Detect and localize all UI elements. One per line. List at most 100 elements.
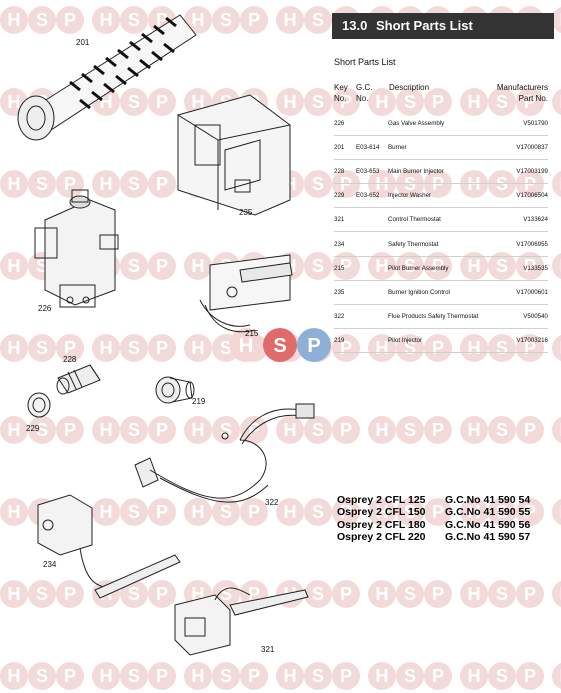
watermark-letter: P	[340, 666, 352, 686]
watermark-disc	[240, 6, 268, 34]
watermark-disc	[424, 416, 452, 444]
watermark-letter: H	[376, 502, 389, 522]
watermark-disc	[424, 498, 452, 526]
label-322: 322	[265, 498, 279, 507]
description-cell: Main Burner Injector	[388, 168, 444, 176]
watermark-letter: S	[220, 502, 232, 522]
model-name: Osprey 2 CFL 125	[337, 494, 426, 506]
main-injector-drawing	[56, 364, 101, 395]
watermark-letter: P	[432, 92, 444, 112]
watermark-disc	[0, 6, 28, 34]
watermark-disc	[276, 662, 304, 690]
watermark-disc	[424, 252, 452, 280]
watermark-letter: S	[36, 10, 48, 30]
watermark-letter: P	[432, 584, 444, 604]
watermark-letter: S	[404, 256, 416, 276]
watermark-disc	[396, 498, 424, 526]
watermark-disc	[0, 580, 28, 608]
row-divider	[334, 231, 548, 233]
watermark-letter: H	[284, 10, 297, 30]
watermark-disc	[92, 416, 120, 444]
watermark-disc	[0, 252, 28, 280]
watermark-letter: P	[248, 10, 260, 30]
watermark-letter: S	[312, 174, 324, 194]
logo-disc	[263, 328, 297, 362]
watermark-letter: P	[340, 256, 352, 276]
watermark-letter: S	[404, 666, 416, 686]
section-header: 13.0 Short Parts List	[332, 13, 554, 39]
watermark-letter: S	[128, 10, 140, 30]
watermark-disc	[488, 498, 516, 526]
watermark-letter: P	[340, 92, 352, 112]
watermark-letter: P	[524, 338, 536, 358]
watermark-disc	[332, 88, 360, 116]
watermark-disc	[120, 170, 148, 198]
gc-cell: E03-652	[356, 192, 380, 200]
watermark-disc	[28, 170, 56, 198]
watermark-disc	[148, 498, 176, 526]
watermark-disc	[332, 580, 360, 608]
watermark-disc	[28, 580, 56, 608]
watermark-disc	[396, 416, 424, 444]
watermark-disc	[552, 170, 561, 198]
watermark-disc	[28, 334, 56, 362]
watermark-disc	[56, 334, 84, 362]
watermark-letter: H	[284, 666, 297, 686]
watermark-disc	[184, 416, 212, 444]
watermark-letter: H	[100, 92, 113, 112]
row-divider	[334, 327, 548, 329]
part-cell: V17003199	[516, 168, 548, 176]
description-cell: Safety Thermostat	[388, 240, 439, 248]
watermark-letter: S	[312, 502, 324, 522]
watermark-letter: S	[312, 584, 324, 604]
watermark-disc	[488, 580, 516, 608]
watermark-disc	[184, 498, 212, 526]
watermark-letter: S	[128, 502, 140, 522]
key-cell: 322	[334, 312, 345, 320]
key-cell: 228	[334, 168, 345, 176]
watermark-disc	[148, 252, 176, 280]
watermark-letter: H	[192, 666, 205, 686]
watermark-disc	[488, 88, 516, 116]
watermark-letter: H	[100, 502, 113, 522]
watermark-letter: H	[560, 666, 561, 686]
logo-letter: H	[239, 335, 253, 357]
watermark-letter: P	[156, 420, 168, 440]
flue-thermostat-drawing	[134, 403, 315, 503]
watermark-disc	[276, 416, 304, 444]
watermark-disc	[396, 88, 424, 116]
watermark-letter: S	[312, 10, 324, 30]
part-cell: V17000837	[516, 144, 548, 152]
watermark-letter: S	[496, 666, 508, 686]
row-divider	[334, 159, 548, 161]
label-229: 229	[26, 424, 40, 433]
watermark-disc	[460, 580, 488, 608]
watermark-disc	[332, 662, 360, 690]
watermark-letter: H	[8, 502, 21, 522]
watermark-disc	[56, 6, 84, 34]
watermark-letter: H	[100, 666, 113, 686]
watermark-disc	[184, 6, 212, 34]
watermark-letter: S	[220, 10, 232, 30]
key-cell: 201	[334, 144, 345, 152]
watermark-letter: S	[312, 92, 324, 112]
watermark-disc	[184, 334, 212, 362]
watermark-letter: P	[64, 174, 76, 194]
watermark-disc	[516, 88, 544, 116]
row-divider	[334, 135, 548, 136]
watermark-disc	[488, 662, 516, 690]
watermark-disc	[184, 252, 212, 280]
watermark-letter: P	[524, 420, 536, 440]
watermark-letter: S	[404, 420, 416, 440]
row-divider	[334, 255, 548, 257]
watermark-disc	[552, 88, 561, 116]
watermark-letter: H	[284, 502, 297, 522]
watermark-disc	[148, 416, 176, 444]
watermark-letter: H	[468, 256, 481, 276]
watermark-letter: P	[248, 584, 260, 604]
